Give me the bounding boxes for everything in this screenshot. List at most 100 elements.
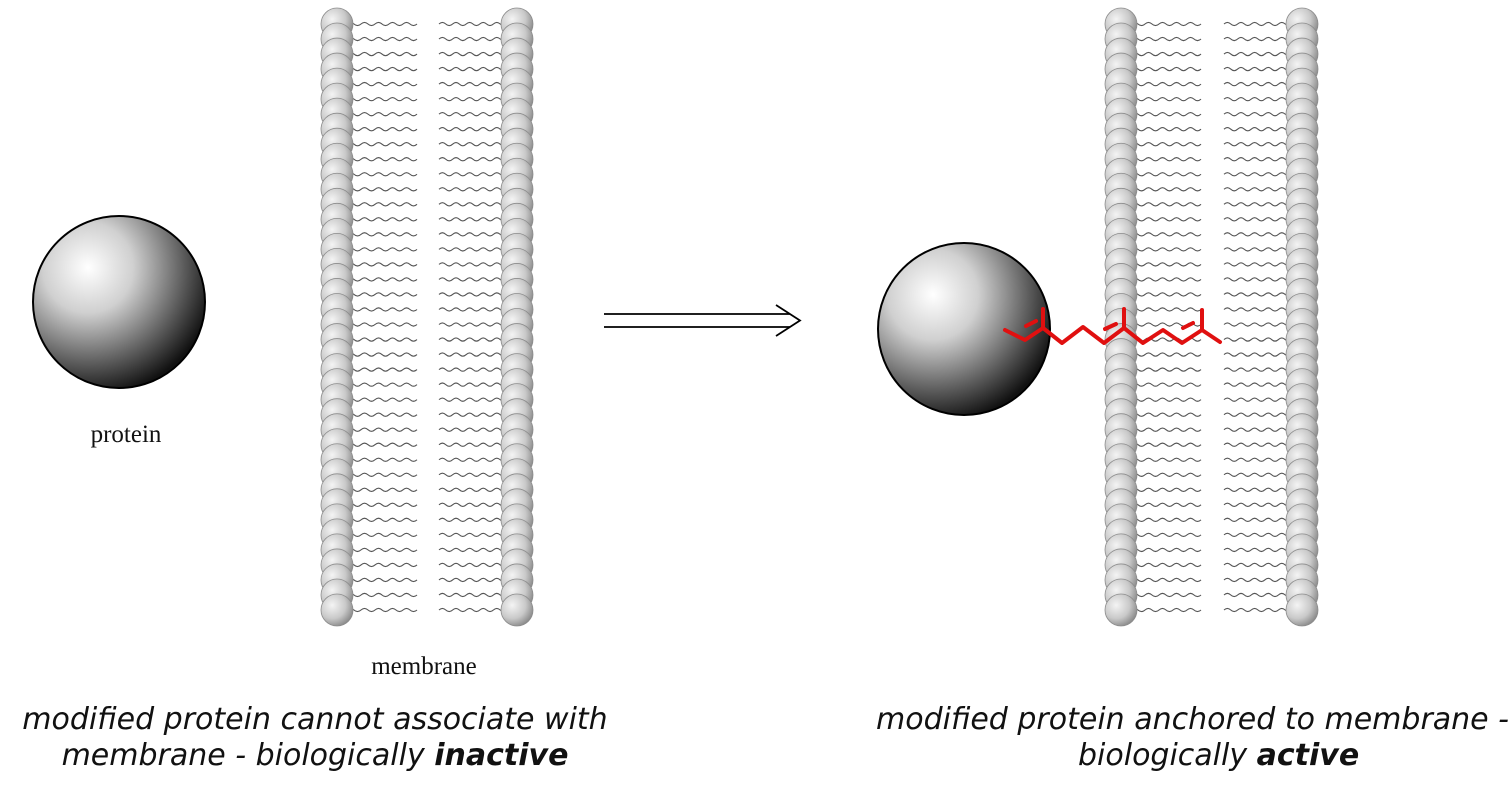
protein-free <box>32 215 206 389</box>
lipid-tail <box>346 217 418 222</box>
lipid-tail <box>1130 142 1202 147</box>
lipid-tail <box>1223 81 1293 87</box>
lipid-tail <box>1223 157 1293 162</box>
lipid-tail <box>1223 352 1293 357</box>
lipid-tail <box>438 142 508 147</box>
lipid-tail <box>1130 547 1202 553</box>
lipid-tail <box>1223 457 1293 462</box>
lipid-tail <box>438 367 508 372</box>
lipid-tail <box>438 247 508 252</box>
lipid-tail <box>346 382 418 387</box>
lipid-anchor <box>1003 307 1222 345</box>
lipid-tail <box>346 51 418 57</box>
lipid-tail <box>1223 232 1293 237</box>
lipid-tail <box>1223 337 1293 342</box>
lipid-tail <box>438 51 508 57</box>
lipid-tail <box>1130 457 1202 462</box>
lipid-tail <box>1223 66 1293 72</box>
lipid-tail <box>438 112 508 117</box>
lipid-tail <box>1130 112 1202 117</box>
lipid-head <box>1285 593 1319 627</box>
lipid-tail <box>438 277 508 282</box>
lipid-tail <box>1223 472 1293 477</box>
membrane-label: membrane <box>371 653 477 680</box>
caption-inactive-line1: modified protein cannot associate with <box>22 702 608 737</box>
lipid-tail <box>1130 442 1202 447</box>
caption-inactive: modified protein cannot associate with m… <box>0 702 630 774</box>
lipid-tail <box>346 307 418 312</box>
lipid-tail <box>1223 112 1293 117</box>
lipid-tail <box>1130 262 1202 267</box>
lipid-tail <box>346 457 418 462</box>
caption-active: modified protein anchored to membrane - … <box>870 702 1512 774</box>
lipid-tail <box>1223 517 1293 522</box>
lipid-tail <box>438 442 508 447</box>
lipid-tail <box>1223 382 1293 387</box>
lipid-tail <box>346 81 418 87</box>
lipid-tail <box>438 382 508 387</box>
lipid-tail <box>1130 127 1202 132</box>
lipid-tail <box>1130 81 1202 87</box>
lipid-tail <box>1130 36 1202 42</box>
lipid-tail <box>1223 367 1293 372</box>
lipid-tail <box>1223 427 1293 432</box>
lipid-tail <box>346 502 418 507</box>
lipid-tail <box>438 412 508 417</box>
lipid-tail <box>346 337 418 342</box>
lipid-tail <box>346 472 418 477</box>
lipid-tail <box>346 427 418 432</box>
lipid-tail <box>1223 292 1293 297</box>
lipid-tail <box>438 427 508 432</box>
lipid-tail <box>1130 307 1202 312</box>
lipid-tail <box>1130 517 1202 522</box>
lipid-tail <box>1130 367 1202 372</box>
lipid-tail <box>438 307 508 312</box>
lipid-tail <box>1130 607 1202 613</box>
lipid-tail <box>438 172 508 177</box>
lipid-tail <box>438 502 508 507</box>
lipid-tail <box>1223 607 1293 613</box>
lipid-tail <box>1223 562 1293 568</box>
lipid-tail <box>1130 187 1202 192</box>
lipid-tail <box>1223 307 1293 312</box>
lipid-tail <box>1130 157 1202 162</box>
lipid-tail <box>1223 397 1293 402</box>
reaction-arrow <box>604 304 802 337</box>
lipid-tail <box>1223 21 1293 27</box>
lipid-tail <box>1223 412 1293 417</box>
lipid-tail <box>346 397 418 402</box>
lipid-tail <box>1130 277 1202 282</box>
lipid-tail <box>438 352 508 357</box>
lipid-tail <box>346 202 418 207</box>
protein-anchored <box>877 242 1051 416</box>
lipid-tail <box>1130 292 1202 297</box>
lipid-tail <box>346 517 418 522</box>
lipid-tail <box>1223 547 1293 553</box>
lipid-tail <box>438 202 508 207</box>
lipid-tail <box>1130 232 1202 237</box>
lipid-tail <box>1223 577 1293 583</box>
lipid-tail <box>346 277 418 282</box>
lipid-tail <box>346 607 418 613</box>
lipid-tail <box>438 532 508 538</box>
lipid-tail <box>346 36 418 42</box>
lipid-tail <box>346 127 418 132</box>
lipid-tail <box>1223 172 1293 177</box>
caption-active-line1: modified protein anchored to membrane - <box>876 702 1509 737</box>
lipid-tail <box>346 547 418 553</box>
caption-active-emph: active <box>1256 738 1360 773</box>
lipid-tail <box>1223 532 1293 538</box>
lipid-head <box>1104 593 1138 627</box>
caption-active-prefix: biologically <box>1078 738 1257 773</box>
lipid-tail <box>438 262 508 267</box>
lipid-tail <box>1130 562 1202 568</box>
lipid-tail <box>438 36 508 42</box>
lipid-tail <box>438 322 508 327</box>
lipid-tail <box>438 96 508 102</box>
lipid-tail <box>346 112 418 117</box>
lipid-tail <box>1130 352 1202 357</box>
lipid-tail <box>438 397 508 402</box>
lipid-tail <box>346 592 418 598</box>
lipid-tail <box>1130 397 1202 402</box>
